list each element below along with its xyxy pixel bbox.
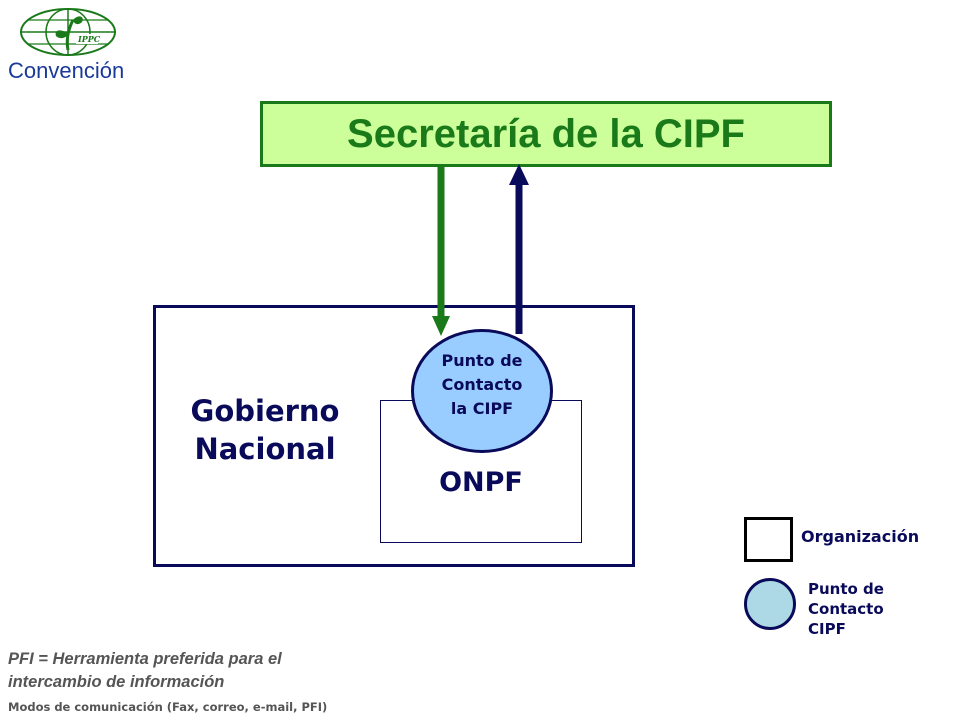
government-label-line2: Nacional [194, 432, 336, 466]
ippc-logo-icon: IPPC [20, 8, 116, 56]
legend-contact-line1: Punto de [808, 580, 884, 598]
legend-contact-line3: CIPF [808, 620, 846, 638]
pfi-note-line2: intercambio de información [8, 673, 225, 691]
svg-text:IPPC: IPPC [77, 34, 101, 44]
legend-contact-point-label: Punto de Contacto CIPF [808, 579, 928, 639]
contact-point-line3: la CIPF [450, 399, 514, 418]
convention-label: Convención [8, 58, 125, 83]
national-government-label: Gobierno Nacional [170, 392, 360, 468]
pfi-note-line1: PFI = Herramienta preferida para el [8, 650, 282, 668]
contact-point-label: Punto de Contacto la CIPF [411, 349, 553, 421]
onpf-label: ONPF [439, 467, 523, 498]
legend-contact-line2: Contacto [808, 600, 884, 618]
contact-point-line1: Punto de [441, 351, 523, 370]
pfi-definition-note: PFI = Herramienta preferida para el inte… [8, 648, 408, 694]
legend-organization-label: Organización [801, 527, 920, 546]
secretariat-title: Secretaría de la CIPF [347, 111, 745, 156]
government-label-line1: Gobierno [190, 394, 340, 428]
contact-point-circle [411, 329, 553, 453]
contact-point-line2: Contacto [441, 375, 523, 394]
legend-organization-square [744, 517, 793, 562]
communication-modes-note: Modos de comunicación (Fax, correo, e-ma… [8, 700, 328, 714]
legend-contact-point-circle [744, 578, 796, 630]
secretariat-box: Secretaría de la CIPF [260, 101, 832, 167]
